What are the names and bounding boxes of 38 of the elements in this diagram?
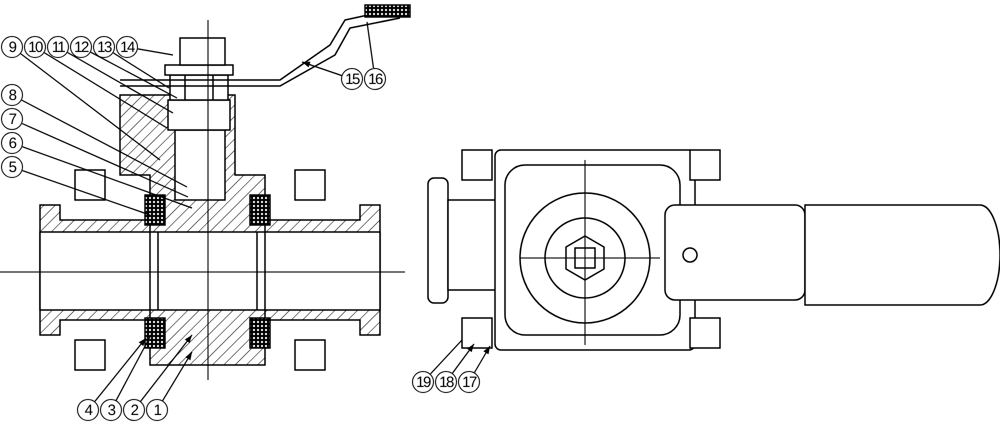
callout-number: 17: [458, 371, 480, 393]
leader-line: [474, 346, 491, 373]
leader-line: [366, 22, 374, 68]
leader-line: [20, 53, 160, 160]
callout-number: 7: [1, 108, 23, 130]
callout-number: 18: [435, 371, 457, 393]
callout-number: 5: [1, 156, 23, 178]
callout-number: 2: [123, 399, 145, 421]
leader-line: [138, 48, 174, 56]
callout-number: 15: [341, 68, 363, 90]
leader-line: [140, 334, 192, 402]
callout-number: 3: [100, 399, 122, 421]
leader-line: [21, 100, 188, 188]
callout-number: 19: [412, 371, 434, 393]
callout-number: 1: [146, 399, 168, 421]
callout-number: 16: [364, 68, 386, 90]
leader-line: [44, 52, 168, 129]
leader-line: [22, 170, 150, 216]
leader-line: [22, 146, 192, 209]
callout-number: 9: [1, 36, 23, 58]
leader-line: [162, 352, 193, 401]
leader-line: [112, 52, 170, 88]
callout-number: 11: [47, 36, 69, 58]
leader-line: [90, 52, 178, 99]
leader-line: [430, 340, 462, 374]
callout-number: 12: [70, 36, 92, 58]
leader-line: [116, 332, 153, 401]
leader-line: [22, 122, 188, 198]
leader-line: [67, 52, 174, 114]
leader-line: [452, 344, 474, 374]
callout-number: 6: [1, 132, 23, 154]
callout-number: 4: [77, 399, 99, 421]
leader-line: [302, 61, 342, 76]
leader-line: [94, 338, 146, 402]
callout-number: 13: [93, 36, 115, 58]
callout-number: 8: [1, 84, 23, 106]
callout-number: 14: [116, 36, 138, 58]
callout-number: 10: [24, 36, 46, 58]
